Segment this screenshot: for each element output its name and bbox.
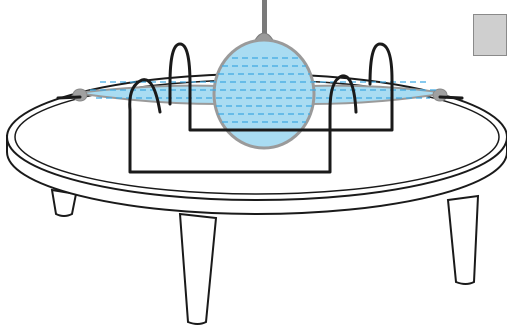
table-leg-front-left	[178, 212, 218, 325]
table-legs	[50, 188, 480, 325]
rod	[262, 0, 267, 34]
table-leg-back-left	[50, 188, 78, 217]
wire-left-hook	[168, 42, 192, 106]
vessel-bulb	[212, 38, 316, 150]
wire-circuit-outer	[128, 74, 358, 174]
tube-end-right	[432, 88, 448, 102]
support-rod	[254, 0, 274, 41]
gray-swatch	[473, 14, 507, 56]
liquid-dashes	[90, 57, 436, 131]
electrode-left-stub	[56, 95, 82, 100]
wire-circuit-inner	[188, 42, 394, 132]
electrode-right-stub	[438, 95, 464, 100]
tube-end-left	[72, 88, 88, 102]
table-leg-front-right	[446, 194, 480, 285]
electrode-wires	[56, 42, 464, 174]
